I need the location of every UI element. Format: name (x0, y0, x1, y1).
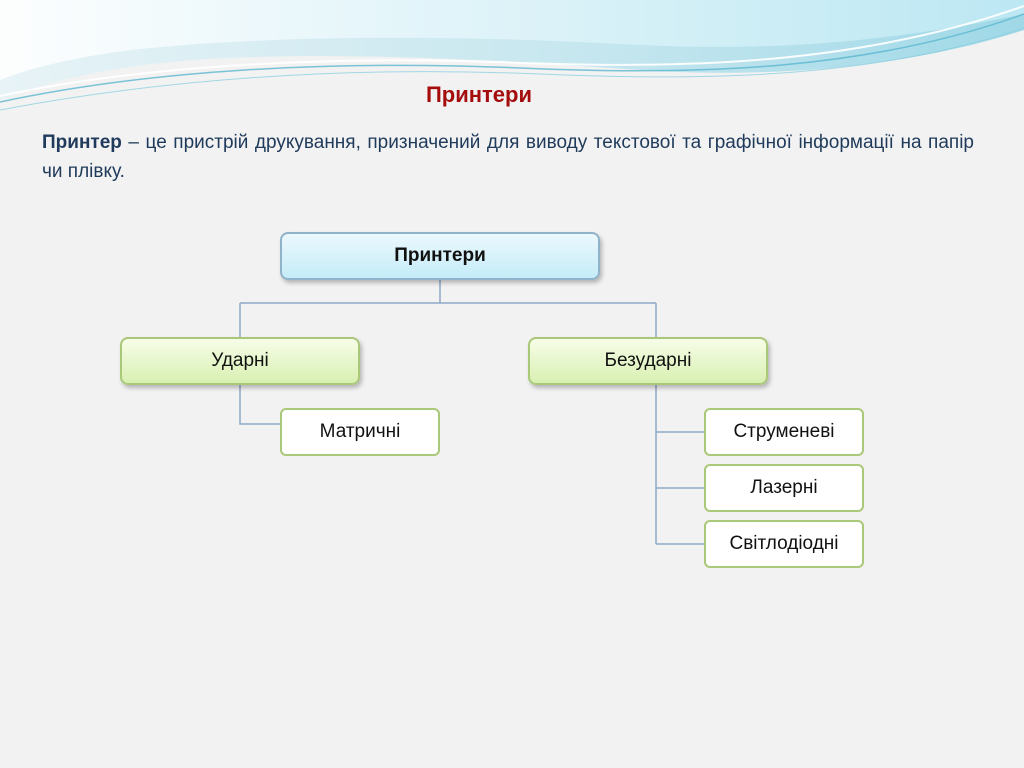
definition-text: – це пристрій друкування, призначений дл… (42, 132, 974, 182)
node-led-printers: Світлодіодні (704, 520, 864, 568)
node-non-impact-printers: Безударні (528, 337, 768, 385)
node-laser-printers: Лазерні (704, 464, 864, 512)
node-impact-printers: Ударні (120, 337, 360, 385)
node-printers-root: Принтери (280, 232, 600, 280)
printer-definition: Принтер – це пристрій друкування, призна… (42, 128, 974, 186)
slide-title: Принтери (425, 82, 533, 107)
decorative-waves-header (0, 0, 1024, 111)
connector-impact-to-matrix (239, 385, 281, 425)
node-matrix-printers: Матричні (280, 408, 440, 456)
definition-term: Принтер (42, 132, 122, 153)
node-inkjet-printers: Струменеві (704, 408, 864, 456)
